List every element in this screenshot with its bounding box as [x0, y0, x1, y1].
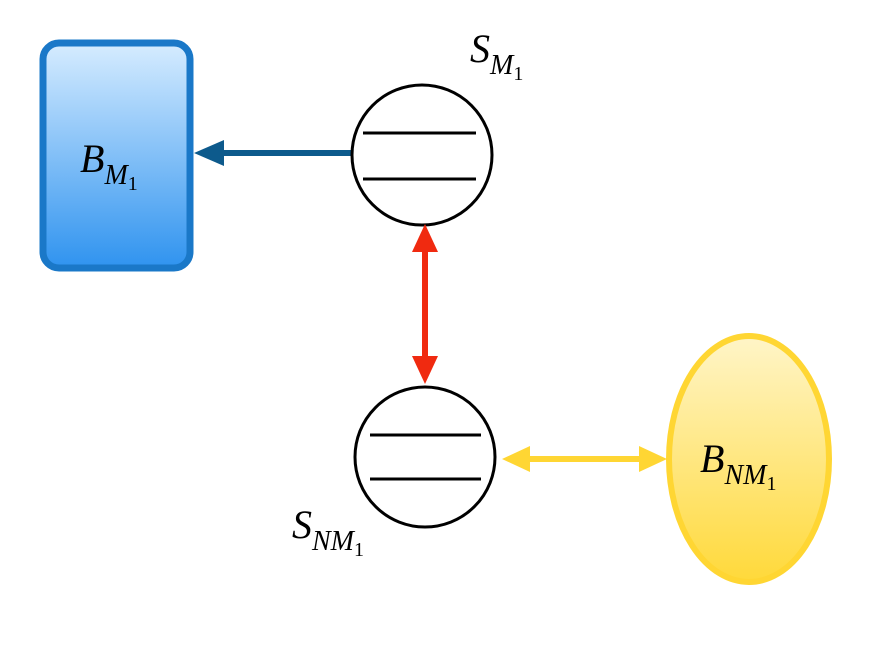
- system-nm1-circle: [353, 385, 497, 529]
- bath-m1-label: BM1: [80, 136, 138, 195]
- system-nm1-node: SNM1: [292, 385, 497, 561]
- bath-nm1-ellipse: [666, 333, 832, 585]
- bath-nm1-node: BNM1: [666, 333, 832, 585]
- system-m1-circle: [350, 83, 494, 227]
- system-nm1-label: SNM1: [292, 502, 364, 561]
- bath-m1-node: BM1: [39, 39, 194, 272]
- system-m1-node: SM1: [350, 26, 523, 227]
- bath-nm1-label: BNM1: [700, 436, 776, 495]
- bath-m1-box: [39, 39, 194, 272]
- system-m1-label: SM1: [470, 26, 523, 85]
- arrow-system-nm-bath-nm: [502, 446, 667, 472]
- arrow-system-m-system-nm: [412, 224, 438, 384]
- arrow-system-m-to-bath-m: [194, 140, 353, 166]
